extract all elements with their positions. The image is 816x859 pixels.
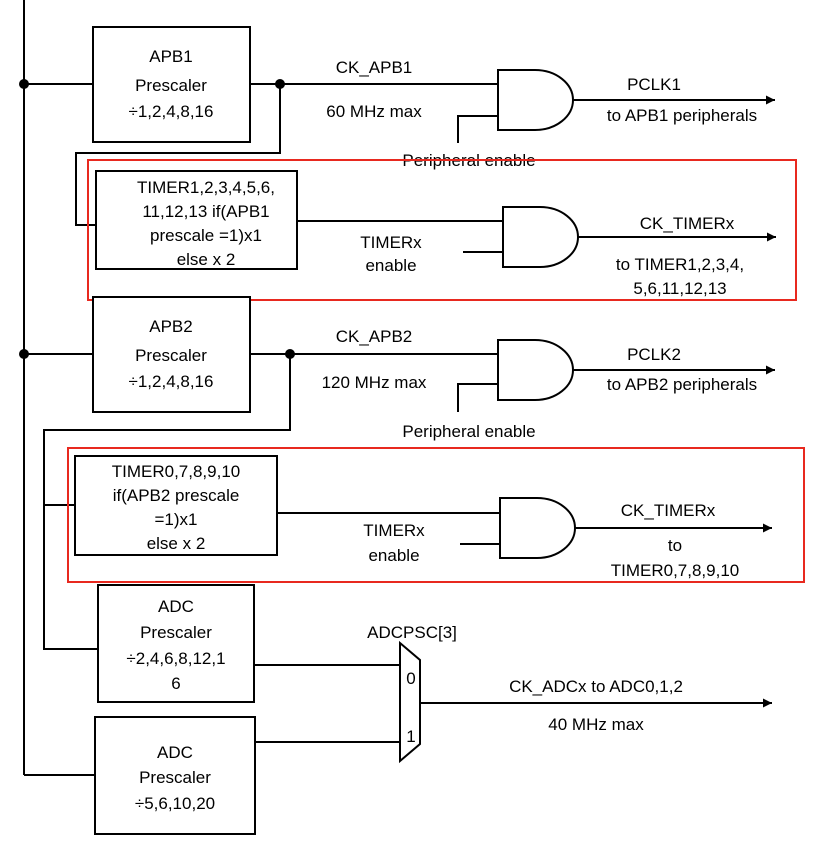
pclk1-destination: to APB1 peripherals <box>607 106 757 125</box>
timer1-highlight-frame <box>87 159 797 301</box>
apb1-prescaler-label: APB1 <box>149 47 192 66</box>
timer0-multiplier-box <box>74 455 278 556</box>
timer0-box-label: else x 2 <box>147 534 206 553</box>
peripheral-enable-label: Peripheral enable <box>402 422 535 441</box>
timerx-enable-label: TIMERx <box>360 233 422 252</box>
timer0-destination: TIMER0,7,8,9,10 <box>611 561 740 580</box>
apb1-prescaler-label: ÷1,2,4,8,16 <box>129 102 214 121</box>
ck-apb2-label: CK_APB2 <box>336 327 413 346</box>
timer0-box-label: =1)x1 <box>155 510 198 529</box>
adc-clock-mux <box>399 640 421 764</box>
timer1-destination: 5,6,11,12,13 <box>633 279 726 298</box>
adc-max-label: 40 MHz max <box>548 715 644 734</box>
timer1-box-label: 11,12,13 if(APB1 <box>142 202 269 221</box>
apb2-max-label: 120 MHz max <box>322 373 427 392</box>
timer0-box-label: if(APB2 prescale <box>113 486 240 505</box>
adc-prescaler-b-label: Prescaler <box>139 768 211 787</box>
timer0-highlight-frame <box>67 447 805 583</box>
apb2-prescaler-box <box>92 296 251 413</box>
timer1-box-label: prescale =1)x1 <box>150 226 262 245</box>
adc-prescaler-a-label: Prescaler <box>140 623 212 642</box>
timer0-box-label: TIMER0,7,8,9,10 <box>112 462 241 481</box>
wire <box>457 115 498 143</box>
adc-prescaler-a-label: ÷2,4,6,8,12,1 <box>126 649 225 668</box>
timer0-destination: to <box>668 536 682 555</box>
adc-prescaler-a-label: 6 <box>171 674 180 693</box>
and-gate-timer1 <box>502 206 579 268</box>
adc-prescaler-a-label: ADC <box>158 597 194 616</box>
adc-prescaler-box-a <box>97 584 255 703</box>
timer1-multiplier-box <box>95 170 298 270</box>
adc-prescaler-b-label: ÷5,6,10,20 <box>135 794 215 813</box>
adc-prescaler-b-label: ADC <box>157 743 193 762</box>
adc-prescaler-box-b <box>94 716 256 835</box>
timer1-box-label: TIMER1,2,3,4,5,6, <box>137 178 275 197</box>
wire <box>75 84 281 226</box>
pclk2-destination: to APB2 peripherals <box>607 375 757 394</box>
and-gate-pclk1 <box>497 69 574 131</box>
ck-timerx-label: CK_TIMERx <box>640 214 735 233</box>
and-gate-timer0 <box>499 497 576 559</box>
pclk2-label: PCLK2 <box>627 345 681 364</box>
ck-adcx-label: CK_ADCx to ADC0,1,2 <box>509 677 683 696</box>
wire <box>457 383 498 412</box>
ck-timerx-label: CK_TIMERx <box>621 501 716 520</box>
adcpsc-select-label: ADCPSC[3] <box>367 623 457 642</box>
apb2-prescaler-label: ÷1,2,4,8,16 <box>129 372 214 391</box>
ck-apb1-label: CK_APB1 <box>336 58 413 77</box>
timerx-enable-label: TIMERx <box>363 521 425 540</box>
timer1-destination: to TIMER1,2,3,4, <box>616 255 744 274</box>
timerx-enable-label: enable <box>368 546 419 565</box>
apb2-prescaler-label: APB2 <box>149 317 192 336</box>
apb1-prescaler-label: Prescaler <box>135 76 207 95</box>
mux-input-1-label: 1 <box>406 727 415 746</box>
pclk1-label: PCLK1 <box>627 75 681 94</box>
apb2-prescaler-label: Prescaler <box>135 346 207 365</box>
timer1-box-label: else x 2 <box>177 250 236 269</box>
apb1-max-label: 60 MHz max <box>326 102 422 121</box>
and-gate-pclk2 <box>497 339 574 401</box>
apb1-prescaler-box <box>92 26 251 143</box>
mux-input-0-label: 0 <box>406 669 415 688</box>
wire <box>43 354 291 650</box>
timerx-enable-label: enable <box>365 256 416 275</box>
